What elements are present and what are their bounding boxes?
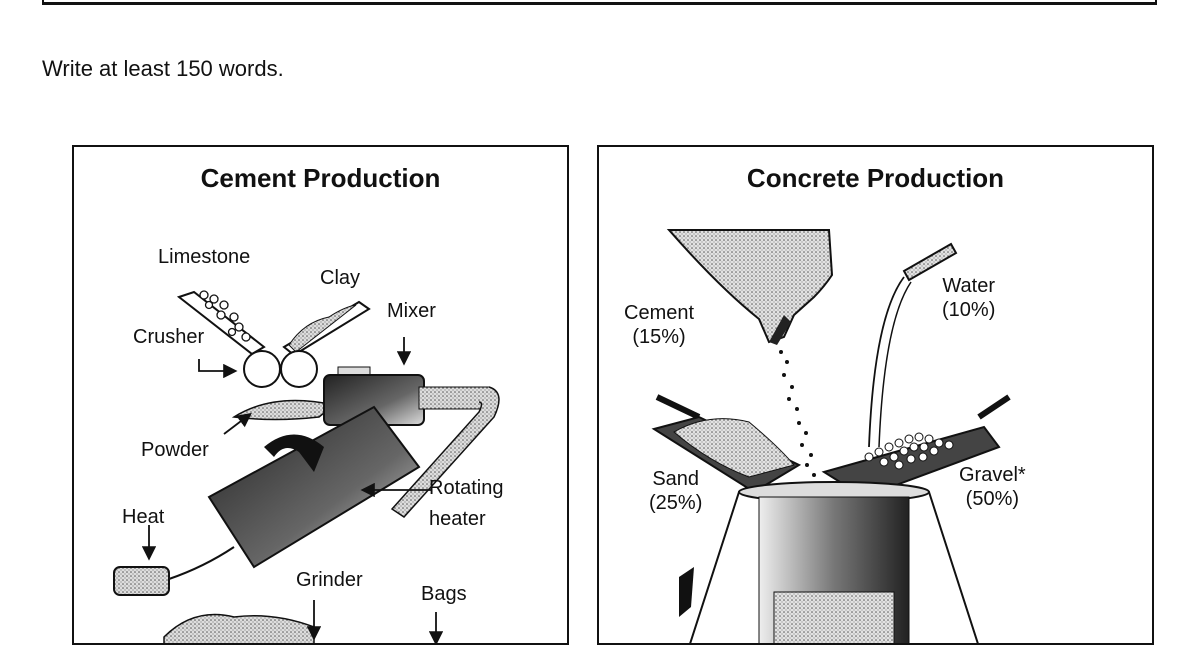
label-grinder: Grinder <box>296 568 363 592</box>
sand-percent: (25%) <box>649 491 702 515</box>
gravel-percent: (50%) <box>959 487 1026 511</box>
label-limestone: Limestone <box>158 245 250 269</box>
label-crusher: Crusher <box>133 325 204 349</box>
sand-name: Sand <box>649 467 702 491</box>
cement-panel-title: Cement Production <box>74 163 567 194</box>
rotating-heater-icon <box>209 407 419 567</box>
cement-percent: (15%) <box>624 325 694 349</box>
label-heater: heater <box>429 507 486 531</box>
label-water: Water (10%) <box>942 274 995 322</box>
gravel-name: Gravel* <box>959 463 1026 487</box>
label-gravel: Gravel* (50%) <box>959 463 1026 511</box>
concrete-production-panel: Concrete Production Cement (15%) Water (… <box>597 145 1154 645</box>
label-mixer: Mixer <box>387 299 436 323</box>
label-heat: Heat <box>122 505 164 529</box>
clay-chute-icon <box>284 302 369 355</box>
label-cement: Cement (15%) <box>624 301 694 349</box>
water-name: Water <box>942 274 995 298</box>
label-powder: Powder <box>141 438 209 462</box>
powder-pile-icon <box>234 401 334 420</box>
water-percent: (10%) <box>942 298 995 322</box>
label-sand: Sand (25%) <box>649 467 702 515</box>
concrete-mixer-icon <box>679 482 979 645</box>
label-rotating: Rotating <box>429 476 504 500</box>
cement-name: Cement <box>624 301 694 325</box>
label-bags: Bags <box>421 582 467 606</box>
top-border-rule <box>42 0 1157 5</box>
heat-burner-icon <box>114 547 234 595</box>
crusher-rollers-icon <box>244 351 317 387</box>
label-clay: Clay <box>320 266 360 290</box>
instruction-text: Write at least 150 words. <box>42 56 284 82</box>
cement-production-panel: Cement Production Limestone Clay Mixer C… <box>72 145 569 645</box>
concrete-panel-title: Concrete Production <box>599 163 1152 194</box>
concrete-process-illustration <box>599 147 1154 645</box>
mixer-icon <box>324 367 489 425</box>
